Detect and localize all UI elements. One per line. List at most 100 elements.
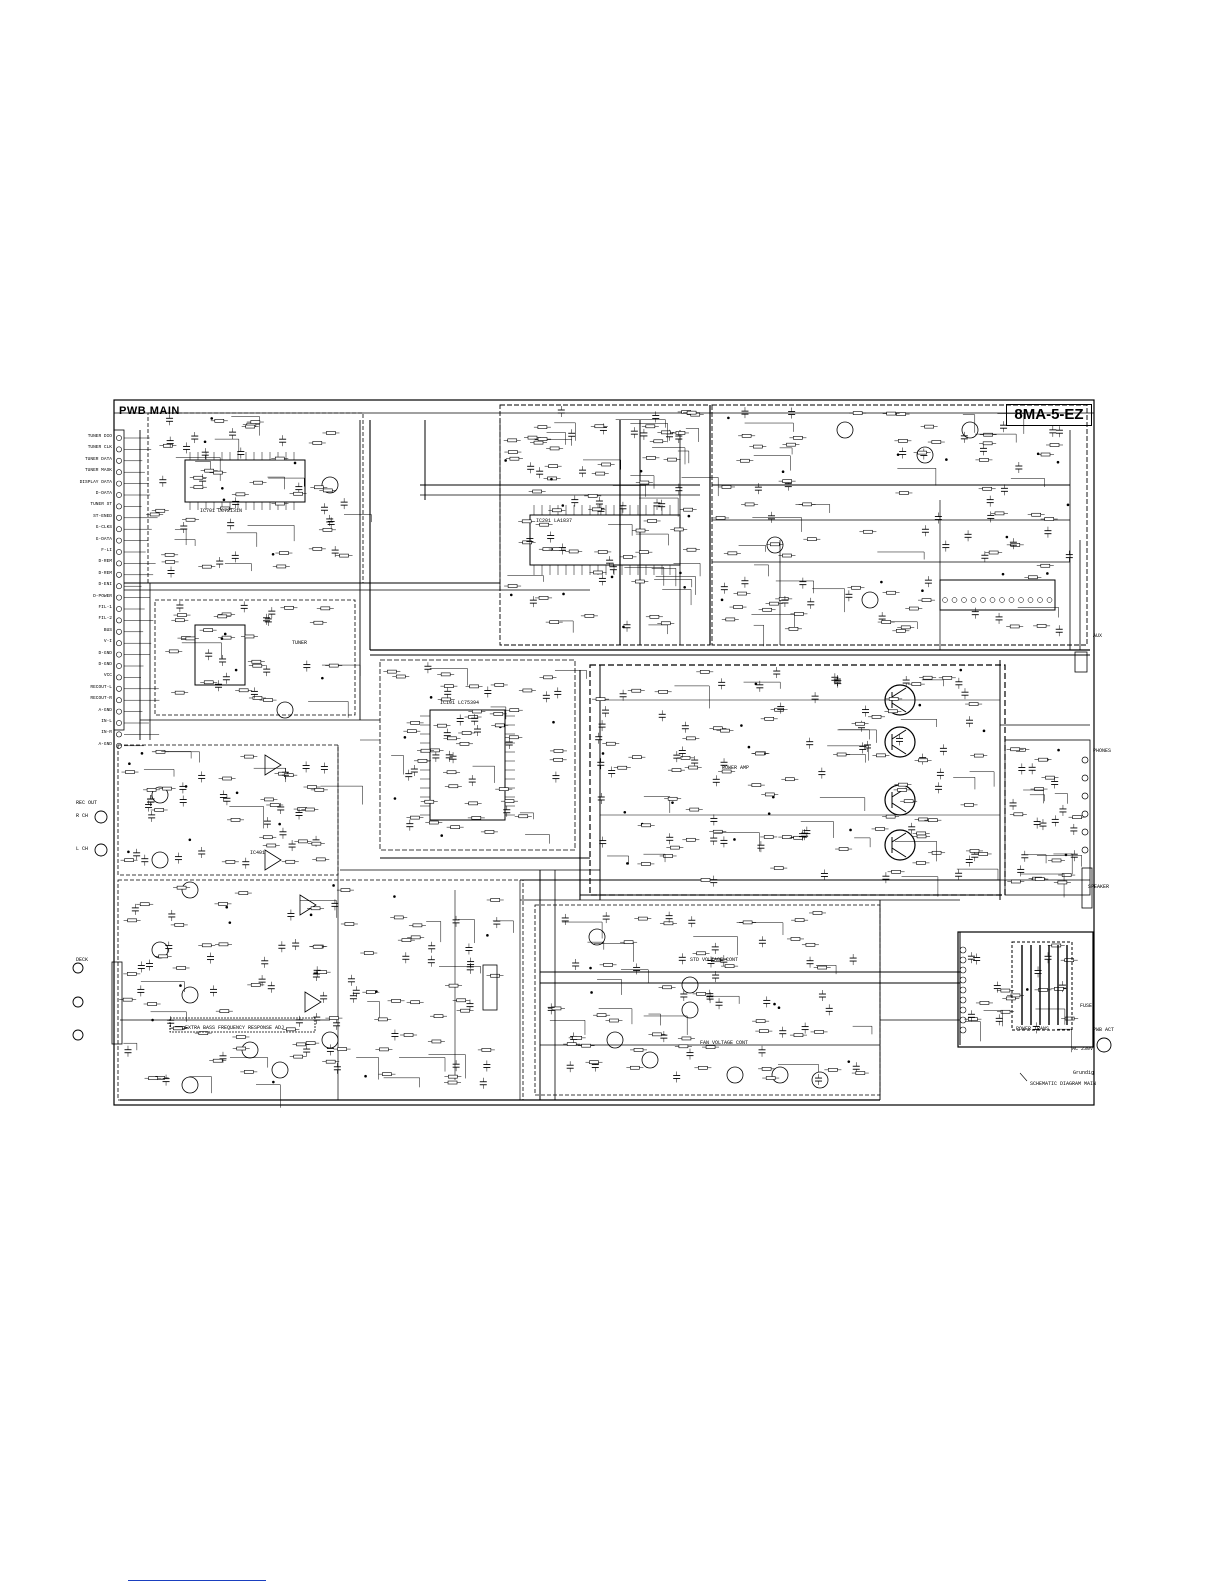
junction-dot: [754, 682, 758, 686]
resistor: [307, 785, 317, 789]
resistor: [440, 672, 451, 677]
junction-dot: [727, 416, 730, 420]
resistor: [221, 635, 232, 640]
connector-pin-label: TUNER MASK: [84, 468, 112, 474]
junction-dot: [140, 752, 144, 755]
resistor: [623, 555, 633, 559]
resistor: [269, 803, 280, 807]
resistor: [417, 759, 428, 763]
junction-dot: [687, 514, 691, 518]
small-transistor: [641, 1051, 659, 1069]
small-transistor: [271, 1061, 289, 1079]
resistor: [139, 902, 150, 907]
resistor: [591, 507, 602, 512]
junction-dot: [309, 913, 313, 917]
resistor: [886, 590, 896, 595]
resistor: [382, 1072, 392, 1076]
speaker-label: SPEAKER: [1088, 884, 1110, 890]
resistor: [609, 1018, 619, 1023]
resistor: [538, 596, 549, 600]
resistor: [263, 698, 273, 702]
junction-dot: [222, 498, 226, 502]
aux-label: AUX: [1093, 633, 1103, 639]
connector-pin-label: TUNER ST: [90, 502, 112, 508]
resistor: [595, 471, 606, 476]
resistor: [509, 708, 520, 712]
transformer-terminal: [959, 986, 967, 994]
resistor: [494, 723, 505, 728]
resistor: [623, 940, 634, 945]
board-frame: [113, 399, 1095, 1106]
resistor: [552, 547, 563, 551]
resistor: [617, 765, 628, 770]
connector-pin: [116, 708, 122, 715]
resistor: [266, 843, 277, 848]
resistor: [317, 970, 327, 974]
connector-pin: [116, 503, 122, 510]
junction-dot: [671, 801, 674, 804]
resistor: [807, 537, 817, 541]
resistor: [276, 564, 287, 569]
resistor: [459, 742, 470, 746]
resistor: [922, 675, 933, 680]
resistor: [420, 748, 431, 753]
resistor: [238, 891, 249, 895]
connector-pin-label: VCC: [103, 673, 112, 679]
resistor: [876, 753, 886, 758]
jack-pin: [1081, 792, 1089, 800]
resistor: [450, 825, 460, 829]
resistor: [230, 818, 241, 822]
resistor: [645, 424, 656, 429]
resistor: [174, 923, 185, 927]
resistor: [898, 439, 908, 443]
power-transistor: [884, 829, 916, 861]
footer-link-underline[interactable]: [128, 1580, 266, 1581]
resistor: [147, 1002, 157, 1006]
resistor: [264, 797, 274, 802]
resistor: [448, 1074, 458, 1079]
resistor: [909, 606, 919, 611]
resistor: [696, 992, 706, 996]
resistor: [311, 841, 322, 846]
resistor: [175, 618, 185, 623]
resistor: [1057, 880, 1068, 885]
resistor: [314, 788, 325, 792]
connector-pin-label: ST-ENED: [93, 513, 112, 519]
resistor: [165, 560, 175, 564]
caption-company: Grundig: [1073, 1070, 1095, 1076]
resistor: [688, 765, 699, 770]
junction-dot: [223, 632, 227, 636]
small-transistor: [181, 986, 199, 1004]
op-amp: [299, 894, 317, 916]
resistor: [212, 1058, 223, 1063]
resistor: [284, 606, 294, 610]
resistor: [493, 712, 504, 716]
rca-jack: [72, 996, 84, 1008]
resistor: [921, 598, 932, 602]
resistor: [549, 620, 560, 624]
resistor: [1038, 757, 1048, 762]
resistor: [964, 803, 974, 807]
resistor: [314, 485, 324, 490]
transformer-terminal: [959, 946, 967, 954]
junction-dot: [1066, 503, 1070, 507]
resistor: [430, 748, 440, 753]
resistor: [1010, 747, 1020, 752]
block-label-ic701: IC701 LC72131N: [200, 508, 243, 514]
junction-dot: [880, 580, 883, 584]
resistor: [1054, 987, 1064, 991]
resistor: [982, 441, 993, 446]
resistor: [918, 817, 928, 822]
resistor: [639, 480, 650, 485]
resistor: [764, 717, 775, 721]
resistor: [982, 486, 992, 491]
resistor: [127, 972, 137, 976]
model-code-box: 8MA-5-EZ: [1006, 404, 1092, 426]
junction-dot: [959, 668, 963, 672]
op-amp: [264, 849, 282, 871]
junction-dot: [210, 417, 214, 420]
transistor-lead: [891, 802, 907, 813]
connector-pin-label: F-LI: [101, 548, 112, 553]
resistor: [763, 835, 774, 839]
block-label-ic101: IC101 LC75394: [440, 700, 480, 706]
